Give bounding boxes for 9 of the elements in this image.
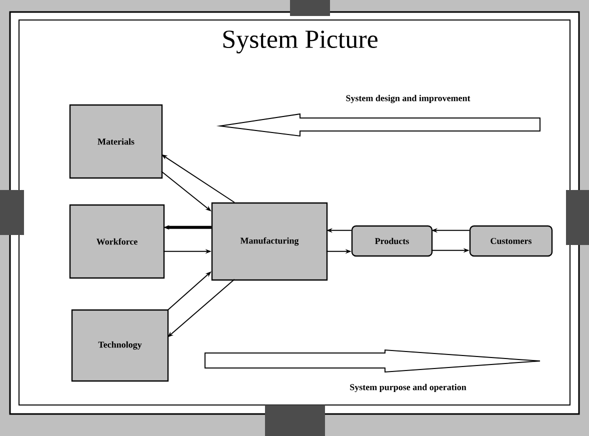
process-box: Workforce [69, 204, 165, 279]
process-box: Manufacturing [211, 202, 328, 281]
rounded-box: Products [351, 225, 433, 257]
title: System Picture [223, 30, 378, 54]
process-box: Materials [69, 104, 163, 179]
rounded-box: Customers [469, 225, 553, 257]
process-box: Technology [71, 309, 169, 382]
arrow-label: System design and improvement [346, 94, 470, 104]
arrow-label: System purpose and operation [350, 384, 466, 392]
